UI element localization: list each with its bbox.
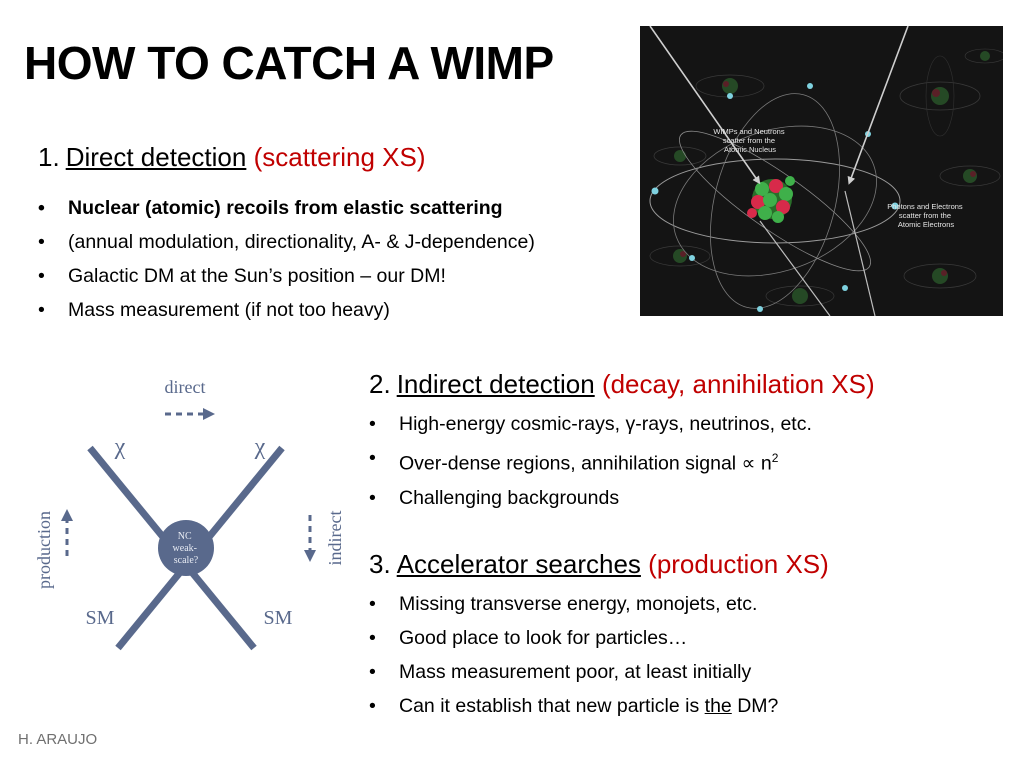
section-2-number: 2. bbox=[369, 369, 391, 399]
n-symbol: n bbox=[760, 452, 772, 475]
section-3-bullets: Missing transverse energy, monojets, etc… bbox=[365, 587, 778, 723]
section-1-number: 1. bbox=[38, 142, 60, 172]
section-3-number: 3. bbox=[369, 549, 391, 579]
section-2-link[interactable]: Indirect detection bbox=[396, 369, 595, 399]
chi-right: χ bbox=[254, 434, 266, 460]
photo-label-nucleus: WIMPs and Neutrons scatter from the Atom… bbox=[713, 127, 786, 154]
bullet-3-4: Can it establish that new particle is th… bbox=[365, 689, 778, 723]
bullet-2-2: Over-dense regions, annihilation signal … bbox=[365, 441, 812, 481]
direct-label: direct bbox=[165, 377, 206, 397]
sm-left: SM bbox=[86, 607, 115, 629]
bullet-3-2: Good place to look for particles… bbox=[365, 621, 778, 655]
vertex-label: NC weak- scale? bbox=[173, 531, 200, 566]
detection-diagram-svg: NC weak- scale? χ χ SM SM direct product… bbox=[34, 377, 345, 651]
bullet-2-3: Challenging backgrounds bbox=[365, 481, 812, 515]
exponent: 2 bbox=[771, 451, 779, 465]
section-2-bullets: High-energy cosmic-rays, γ-rays, neutrin… bbox=[365, 407, 812, 515]
section-1-heading: 1.Direct detection (scattering XS) bbox=[38, 142, 426, 173]
production-label: production bbox=[34, 511, 54, 589]
scattering-illustration: WIMPs and Neutrons scatter from the Atom… bbox=[640, 26, 1003, 316]
section-3-paren: (production XS) bbox=[648, 549, 829, 579]
scattering-illustration-svg: WIMPs and Neutrons scatter from the Atom… bbox=[640, 26, 1003, 316]
indirect-label: indirect bbox=[325, 511, 345, 566]
section-2-heading: 2.Indirect detection (decay, annihilatio… bbox=[369, 369, 875, 400]
author-footer: H. ARAUJO bbox=[18, 731, 98, 748]
bullet-3-1: Missing transverse energy, monojets, etc… bbox=[365, 587, 778, 621]
vertex-blob bbox=[158, 520, 214, 576]
section-1-bullets: Nuclear (atomic) recoils from elastic sc… bbox=[34, 191, 535, 327]
sm-right: SM bbox=[264, 607, 293, 629]
main-atom bbox=[649, 26, 909, 316]
section-1-link[interactable]: Direct detection bbox=[65, 142, 247, 172]
bullet-1-2: (annual modulation, directionality, A- &… bbox=[34, 225, 535, 259]
photo-label-electrons: Photons and Electrons scatter from the A… bbox=[887, 202, 965, 229]
bullet-2-2-text: Over-dense regions, annihilation signal bbox=[399, 452, 737, 475]
proportional-symbol: ∝ bbox=[741, 452, 756, 475]
bullet-3-3: Mass measurement poor, at least initiall… bbox=[365, 655, 778, 689]
bullet-1-1: Nuclear (atomic) recoils from elastic sc… bbox=[34, 191, 535, 225]
bullet-3-4-tail: DM? bbox=[737, 695, 779, 717]
section-1-paren: (scattering XS) bbox=[253, 142, 426, 172]
detection-diagram: NC weak- scale? χ χ SM SM direct product… bbox=[28, 360, 358, 660]
chi-left: χ bbox=[114, 434, 126, 460]
emphasis-the: the bbox=[704, 695, 732, 717]
section-3-link[interactable]: Accelerator searches bbox=[396, 549, 641, 579]
bullet-2-1: High-energy cosmic-rays, γ-rays, neutrin… bbox=[365, 407, 812, 441]
section-3-heading: 3.Accelerator searches (production XS) bbox=[369, 549, 829, 580]
slide-title: HOW TO CATCH A WIMP bbox=[24, 37, 554, 89]
bullet-3-4-text: Can it establish that new particle is bbox=[399, 695, 700, 717]
background-atoms bbox=[649, 48, 1003, 307]
bullet-1-4: Mass measurement (if not too heavy) bbox=[34, 293, 535, 327]
bullet-1-3: Galactic DM at the Sun’s position – our … bbox=[34, 259, 535, 293]
section-2-paren: (decay, annihilation XS) bbox=[601, 369, 875, 399]
